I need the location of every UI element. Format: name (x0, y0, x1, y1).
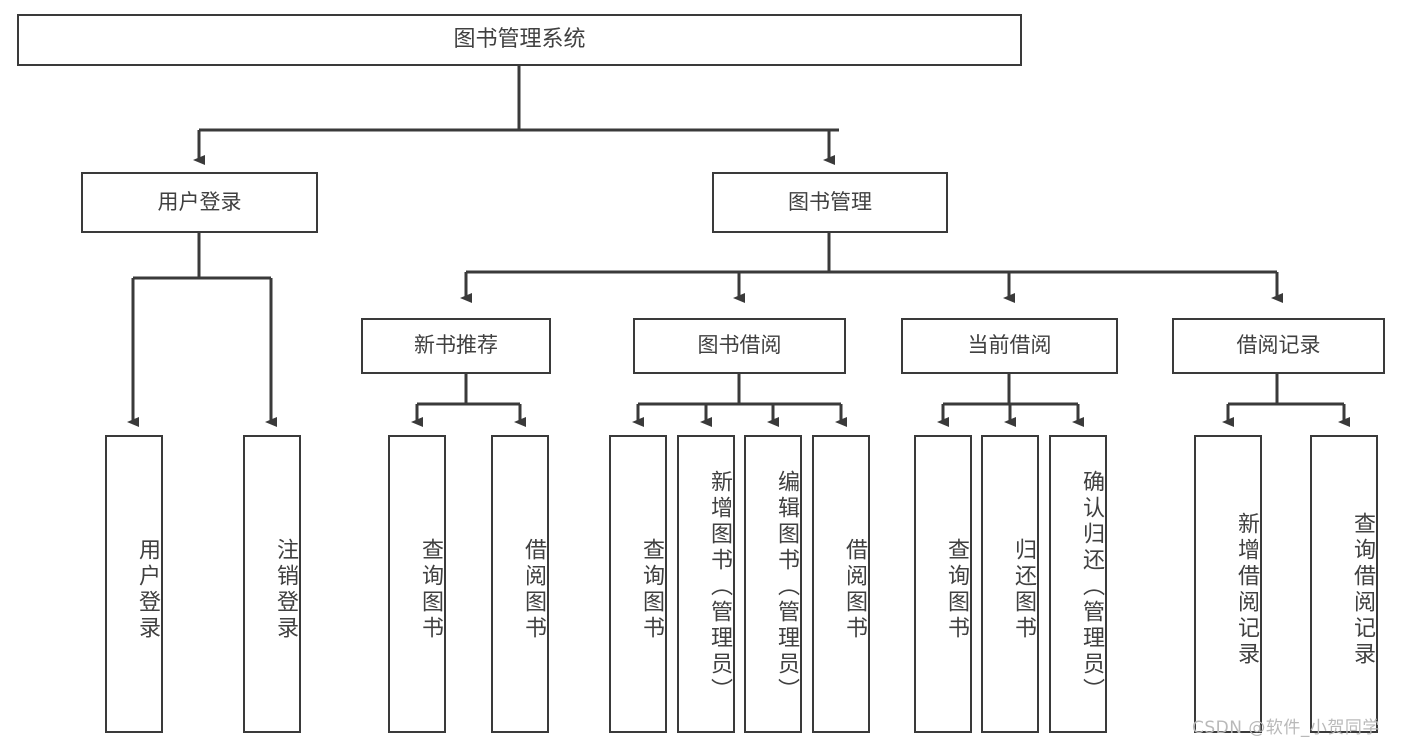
leaf-confirm-return-admin[interactable]: 确认归还（管理员） (1049, 435, 1107, 733)
csdn-watermark: CSDN @软件_小贺同学 (1192, 718, 1380, 738)
node-new-book-recommend[interactable]: 新书推荐 (361, 318, 551, 374)
node-root-system[interactable]: 图书管理系统 (17, 14, 1022, 66)
leaf-add-book-admin[interactable]: 新增图书（管理员） (677, 435, 735, 733)
node-current-borrow[interactable]: 当前借阅 (901, 318, 1118, 374)
leaf-query-borrow-record[interactable]: 查询借阅记录 (1310, 435, 1378, 733)
leaf-user-login[interactable]: 用户登录 (105, 435, 163, 733)
node-book-borrow[interactable]: 图书借阅 (633, 318, 846, 374)
leaf-query-book-current[interactable]: 查询图书 (914, 435, 972, 733)
node-book-management[interactable]: 图书管理 (712, 172, 948, 233)
leaf-borrow-book[interactable]: 借阅图书 (812, 435, 870, 733)
leaf-borrow-book-recommend[interactable]: 借阅图书 (491, 435, 549, 733)
leaf-query-book-recommend[interactable]: 查询图书 (388, 435, 446, 733)
leaf-add-borrow-record[interactable]: 新增借阅记录 (1194, 435, 1262, 733)
node-user-login[interactable]: 用户登录 (81, 172, 318, 233)
node-borrow-record[interactable]: 借阅记录 (1172, 318, 1385, 374)
leaf-edit-book-admin[interactable]: 编辑图书（管理员） (744, 435, 802, 733)
leaf-query-book-borrow[interactable]: 查询图书 (609, 435, 667, 733)
leaf-logout[interactable]: 注销登录 (243, 435, 301, 733)
leaf-return-book[interactable]: 归还图书 (981, 435, 1039, 733)
